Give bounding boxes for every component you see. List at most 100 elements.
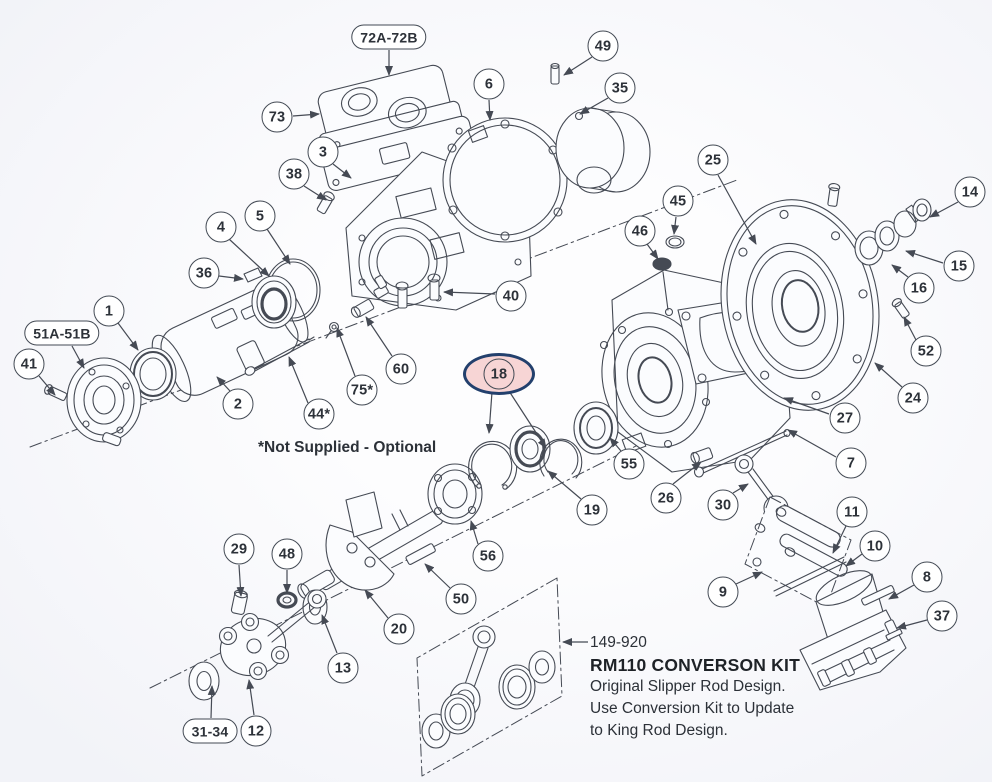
leader-line [288, 356, 309, 404]
leader-line [218, 273, 244, 282]
leader-line [485, 391, 494, 434]
balloon-6: 6 [473, 68, 505, 100]
optional-note: *Not Supplied - Optional [258, 439, 437, 456]
slipper-rod-part [188, 589, 327, 701]
balloon-18: 18 [483, 358, 515, 390]
leader-line [717, 174, 757, 245]
mounting-flange-part [720, 199, 880, 411]
kit-title: RM110 CONVERSON KIT [590, 655, 800, 675]
leader-line [207, 685, 216, 719]
leader-line [71, 345, 85, 369]
kit-desc-line: to King Rod Design. [590, 722, 728, 739]
roll-pin-part [550, 62, 560, 85]
leader-line [903, 316, 917, 341]
balloon-2: 2 [222, 388, 254, 420]
balloon-49: 49 [587, 30, 619, 62]
leader-line [424, 563, 451, 589]
leader-line [303, 185, 327, 201]
leader-line [845, 553, 863, 567]
balloon-26: 26 [650, 482, 682, 514]
balloon-31-34: 31-34 [182, 718, 238, 744]
balloon-50: 50 [445, 583, 477, 615]
balloon-16: 16 [903, 272, 935, 304]
balloon-48: 48 [271, 538, 303, 570]
leader-line [228, 238, 270, 277]
balloon-36: 36 [188, 257, 220, 289]
balloon-51A-51B: 51A-51B [24, 320, 100, 346]
front-seal-part [251, 258, 321, 329]
leader-line [929, 201, 959, 218]
leader-line [891, 264, 909, 278]
bearing-56-part [427, 463, 483, 525]
balloon-8: 8 [911, 561, 943, 593]
balloon-10: 10 [859, 530, 891, 562]
kit-desc-line: Use Conversion Kit to Update [590, 700, 795, 717]
balloon-46: 46 [624, 215, 656, 247]
leader-line [216, 376, 231, 392]
balloon-5: 5 [244, 200, 276, 232]
leader-line [671, 216, 680, 235]
oil-plug-part [652, 235, 685, 271]
leader-line [365, 316, 393, 357]
optional-rod-part [244, 275, 389, 376]
leader-line [905, 249, 944, 264]
balloon-9: 9 [707, 576, 739, 608]
leader-line [874, 362, 903, 388]
balloon-30: 30 [707, 489, 739, 521]
balloon-40: 40 [495, 280, 527, 312]
wave-ring-part [539, 438, 583, 479]
leader-line [672, 461, 702, 485]
leader-line [266, 228, 291, 265]
balloon-41: 41 [13, 348, 45, 380]
retaining-ring-part [468, 440, 518, 490]
balloon-14: 14 [954, 176, 986, 208]
balloon-37: 37 [926, 600, 958, 632]
balloon-25: 25 [697, 144, 729, 176]
shaft-collar-part [555, 107, 651, 194]
balloon-72A-72B: 72A-72B [351, 24, 427, 50]
balloon-11: 11 [836, 496, 868, 528]
balloon-60: 60 [385, 353, 417, 385]
leader-line [579, 97, 609, 115]
balloon-45: 45 [662, 185, 694, 217]
leader-line [292, 110, 320, 119]
kit-part-number: 149-920 [590, 634, 647, 651]
leader-line [732, 483, 749, 494]
balloon-35: 35 [604, 72, 636, 104]
leader-line [832, 525, 847, 554]
leader-line [547, 470, 582, 500]
balloon-55: 55 [613, 448, 645, 480]
small-fasteners-part [243, 191, 441, 309]
balloon-4: 4 [205, 211, 237, 243]
balloon-44*: 44* [303, 398, 335, 430]
balloon-7: 7 [835, 447, 867, 479]
balloon-15: 15 [943, 250, 975, 282]
leader-line [735, 571, 763, 585]
leader-line [609, 437, 622, 452]
end-flange-part [66, 357, 142, 447]
leader-line [364, 589, 389, 619]
leader-line [783, 397, 830, 415]
balloon-75*: 75* [346, 374, 378, 406]
balloon-19: 19 [576, 494, 608, 526]
leader-lines [38, 50, 959, 719]
leader-line [896, 619, 928, 630]
leader-line [336, 327, 356, 377]
leader-line [443, 288, 496, 297]
flange-screws-part [827, 182, 910, 319]
mounting-gasket-part [442, 117, 568, 243]
leader-line [246, 679, 255, 716]
leader-line [117, 322, 139, 351]
leader-line [469, 520, 479, 545]
balloon-52: 52 [910, 335, 942, 367]
balloon-38: 38 [278, 158, 310, 190]
conversion-kit-inset [416, 577, 563, 777]
cylinder-head-part [799, 570, 907, 691]
valve-plate-part [744, 496, 852, 608]
leader-line [485, 99, 494, 121]
balloon-73: 73 [261, 101, 293, 133]
leader-line [787, 429, 837, 458]
leader-line [321, 614, 338, 654]
